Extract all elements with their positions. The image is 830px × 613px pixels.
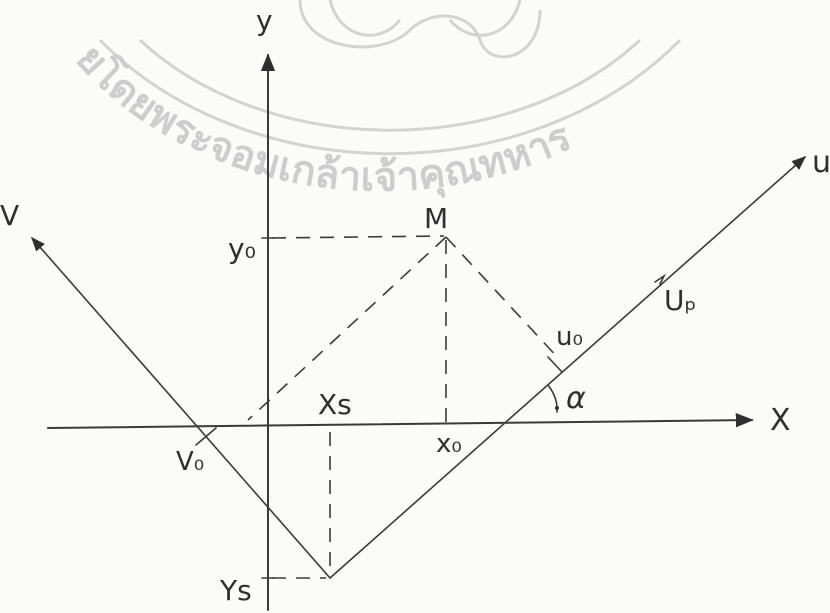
watermark-seal: ยโดยพระจอมเกล้าเจ้าคุณทหาร — [67, 0, 682, 201]
v-axis-label: V — [0, 199, 19, 232]
watermark-text: ยโดยพระจอมเกล้าเจ้าคุณทหาร — [67, 36, 578, 201]
m-to-v-dashed-line — [247, 236, 447, 421]
up-label: Uₚ — [664, 284, 696, 317]
u0-tick — [547, 356, 563, 373]
v0-label: V₀ — [176, 447, 204, 477]
y0-dashed-line — [271, 235, 445, 239]
v-axis — [31, 236, 331, 579]
u-axis — [329, 156, 807, 579]
xs-label: Xs — [318, 388, 352, 421]
ys-label: Ys — [219, 574, 252, 607]
point-m-label: M — [424, 202, 448, 235]
alpha-label: α — [566, 381, 586, 416]
x-axis-label: X — [770, 403, 791, 438]
y-axis-label: y — [256, 4, 273, 37]
u0-label: u₀ — [556, 322, 583, 352]
alpha-dot — [555, 406, 559, 410]
up-arrow-tick — [654, 273, 667, 285]
x-axis — [47, 412, 754, 429]
m-to-u-dashed-line — [445, 236, 561, 361]
svg-text:ยโดยพระจอมเกล้าเจ้าคุณทหาร: ยโดยพระจอมเกล้าเจ้าคุณทหาร — [67, 36, 578, 201]
y0-label: y₀ — [228, 232, 256, 265]
u-axis-label: u — [812, 145, 830, 180]
v0-tick — [195, 427, 217, 446]
x0-label: x₀ — [436, 429, 462, 459]
